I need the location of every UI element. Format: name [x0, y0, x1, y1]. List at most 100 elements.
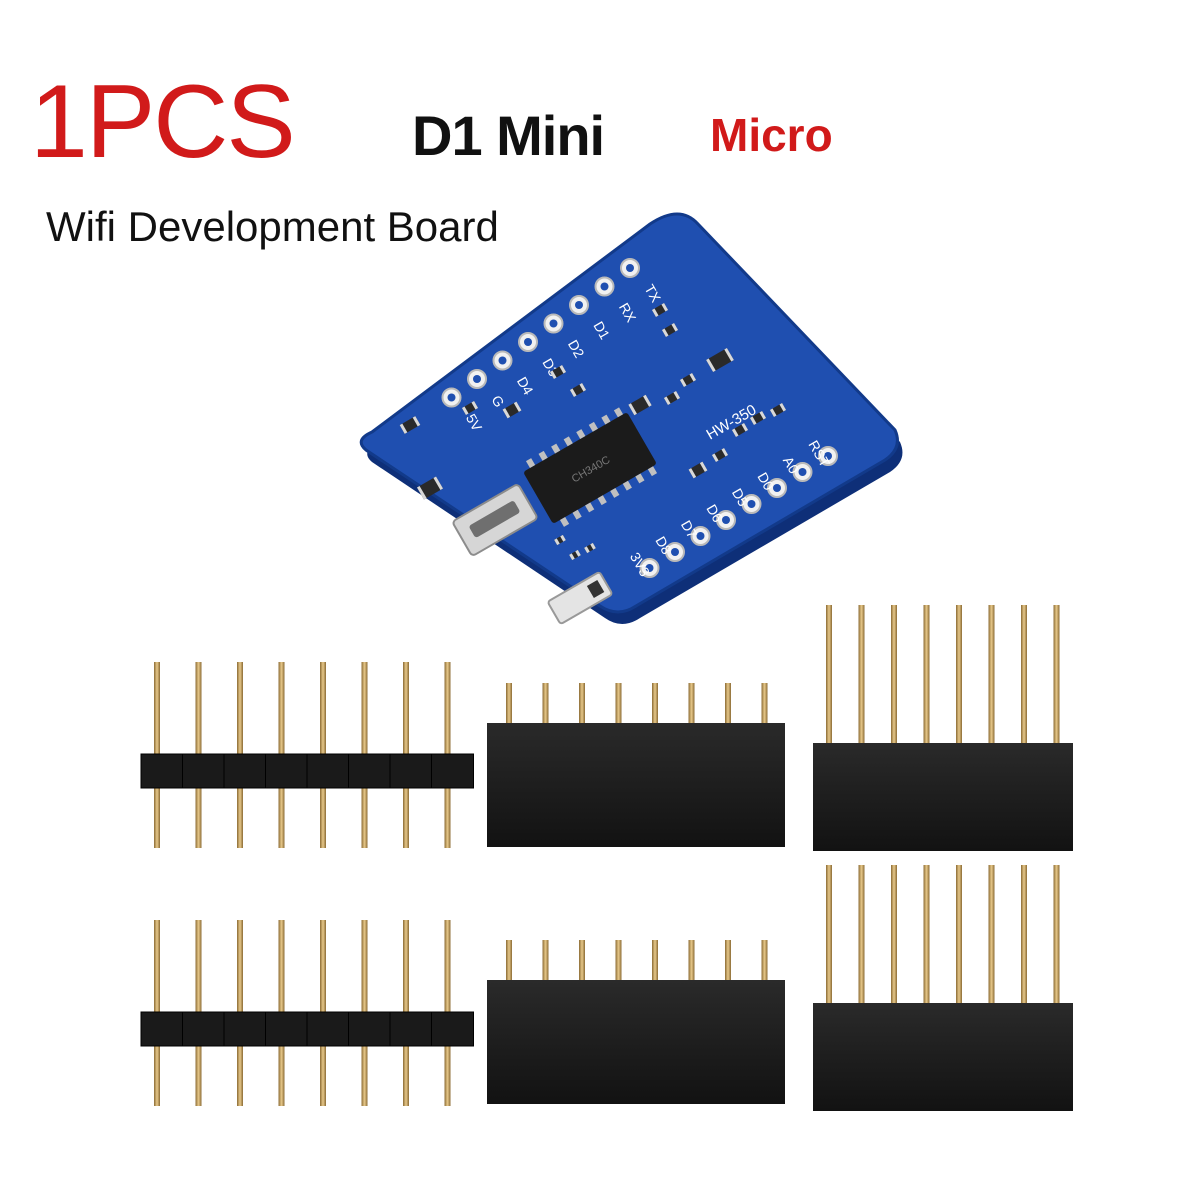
smd-component	[679, 373, 697, 387]
header-pin	[688, 940, 695, 982]
ch340-chip: CH340C	[524, 407, 658, 527]
smd-component	[688, 461, 708, 479]
header-spacer	[431, 753, 474, 789]
smd-component	[549, 365, 567, 379]
header-spacer	[223, 753, 267, 789]
female-socket-header	[487, 940, 785, 1104]
socket-block	[813, 1003, 1073, 1111]
subtitle: Wifi Development Board	[46, 203, 499, 250]
header-pin	[826, 605, 832, 745]
header-pin	[956, 605, 962, 745]
smd-component	[663, 391, 681, 405]
smd-component	[628, 394, 652, 416]
header-spacer	[140, 1011, 184, 1047]
header-spacer	[265, 753, 308, 789]
smd-component	[399, 416, 421, 434]
header-spacer	[182, 753, 225, 789]
pin-label: D5	[729, 486, 752, 510]
header-spacer	[348, 1011, 391, 1047]
smd-component	[651, 303, 669, 317]
socket-block	[487, 980, 785, 1104]
header-spacer	[431, 1011, 474, 1047]
pin-label: D4	[514, 374, 537, 398]
quantity-title: 1PCS	[30, 64, 296, 180]
header-pin	[652, 683, 658, 725]
header-pin	[542, 683, 549, 725]
pin-holes-bottom	[639, 446, 838, 578]
header-spacer	[182, 1011, 225, 1047]
header-pin	[988, 865, 995, 1005]
header-pin	[506, 940, 512, 982]
header-pin	[1053, 865, 1060, 1005]
header-pin	[761, 683, 768, 725]
pin-label: D7	[678, 518, 701, 542]
header-pin	[858, 865, 865, 1005]
header-spacer	[265, 1011, 308, 1047]
header-spacer	[389, 1011, 433, 1047]
socket-block	[813, 743, 1073, 851]
smd-components	[399, 303, 787, 561]
smd-component	[569, 383, 587, 397]
pin-label: D0	[754, 470, 777, 494]
header-pin	[615, 940, 622, 982]
male-pin-header	[140, 662, 474, 848]
header-spacer	[223, 1011, 267, 1047]
header-pin	[688, 683, 695, 725]
smd-component	[769, 403, 787, 417]
header-spacer	[389, 753, 433, 789]
pin-header-set	[140, 605, 1073, 1111]
pin-label: D2	[565, 337, 588, 361]
header-pin	[579, 683, 585, 725]
pin-label: 5V	[463, 411, 486, 434]
header-spacer	[348, 753, 391, 789]
header-pin	[652, 940, 658, 982]
header-spacer	[306, 753, 350, 789]
variant-label: Micro	[710, 109, 833, 161]
header-pin	[1021, 865, 1027, 1005]
socket-block	[487, 723, 785, 847]
smd-component	[554, 534, 566, 546]
long-pin-socket-header	[813, 605, 1073, 851]
smd-component	[711, 448, 729, 462]
header-spacer	[306, 1011, 350, 1047]
header-pin	[891, 865, 897, 1005]
pin-label: A0	[780, 454, 803, 477]
header-pin	[761, 940, 768, 982]
pin-label: D6	[703, 502, 726, 526]
header-pin	[923, 865, 930, 1005]
smd-component	[584, 542, 596, 554]
smd-component	[749, 411, 767, 425]
header-pin	[506, 683, 512, 725]
smd-component	[569, 549, 581, 561]
pin-label: D8	[652, 534, 675, 558]
smd-component	[416, 476, 444, 500]
header-pin	[826, 865, 832, 1005]
reset-button	[547, 571, 613, 625]
model-title: D1 Mini	[412, 104, 605, 167]
header-pin	[891, 605, 897, 745]
smd-component	[706, 347, 734, 373]
header-pin	[923, 605, 930, 745]
smd-component	[461, 401, 479, 415]
header-pin	[1053, 605, 1060, 745]
header-pin	[956, 865, 962, 1005]
header-pin	[615, 683, 622, 725]
micro-usb-port	[452, 484, 538, 556]
header-pin	[858, 605, 865, 745]
long-pin-socket-header	[813, 865, 1073, 1111]
pin-label: D1	[590, 319, 613, 343]
header-pin	[579, 940, 585, 982]
header-pin	[542, 940, 549, 982]
header-pin	[988, 605, 995, 745]
header-pin	[725, 940, 731, 982]
header-pin	[1021, 605, 1027, 745]
header-spacer	[140, 753, 184, 789]
smd-component	[661, 323, 679, 337]
female-socket-header	[487, 683, 785, 847]
pin-holes-top	[441, 258, 640, 408]
smd-component	[502, 401, 522, 419]
header-pin	[725, 683, 731, 725]
